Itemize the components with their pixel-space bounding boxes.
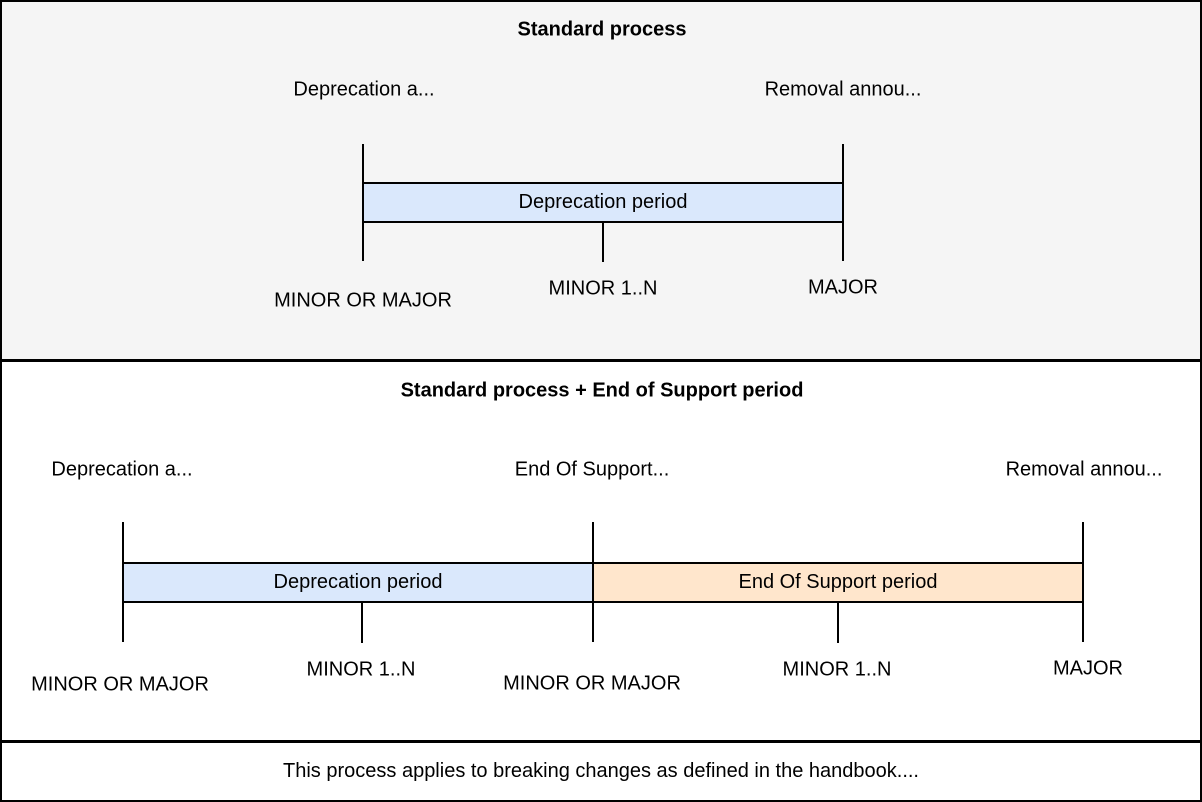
subtick-minor-releases-deprecation (361, 601, 363, 643)
deprecation-period-bar-label: Deprecation period (273, 571, 443, 593)
subtick-minor-releases-eos (837, 601, 839, 643)
milestone-label-minor-or-major-2: MINOR OR MAJOR (503, 672, 681, 695)
subtick-minor-releases (602, 221, 604, 262)
event-label-deprecation-announcement: Deprecation a... (293, 78, 435, 101)
milestone-label-minor-or-major: MINOR OR MAJOR (274, 289, 452, 312)
milestone-label-major: MAJOR (808, 276, 878, 299)
end-of-support-period-bar-label: End Of Support period (738, 571, 938, 593)
event-label-removal-announcement: Removal annou... (1005, 458, 1163, 481)
event-label-end-of-support: End Of Support... (514, 458, 670, 481)
end-of-support-period-bar: End Of Support period (592, 562, 1084, 603)
deprecation-period-bar: Deprecation period (362, 182, 844, 223)
standard-process-panel: Standard process Deprecation a... Remova… (2, 2, 1200, 362)
event-label-deprecation-announcement: Deprecation a... (51, 458, 193, 481)
standard-process-title: Standard process (517, 18, 687, 41)
standard-process-eos-title: Standard process + End of Support period (400, 379, 804, 402)
milestone-label-minor-1n-2: MINOR 1..N (782, 658, 892, 681)
footer-note-band: This process applies to breaking changes… (2, 740, 1200, 800)
footer-note: This process applies to breaking changes… (283, 760, 919, 782)
event-label-removal-announcement: Removal annou... (764, 78, 922, 101)
deprecation-period-bar-label: Deprecation period (518, 191, 688, 213)
standard-process-eos-panel: Standard process + End of Support period… (2, 362, 1200, 740)
milestone-label-major: MAJOR (1053, 657, 1123, 680)
deprecation-period-bar: Deprecation period (122, 562, 594, 603)
milestone-label-minor-1n: MINOR 1..N (306, 658, 416, 681)
milestone-label-minor-1n: MINOR 1..N (548, 277, 658, 300)
milestone-label-minor-or-major: MINOR OR MAJOR (31, 673, 209, 696)
